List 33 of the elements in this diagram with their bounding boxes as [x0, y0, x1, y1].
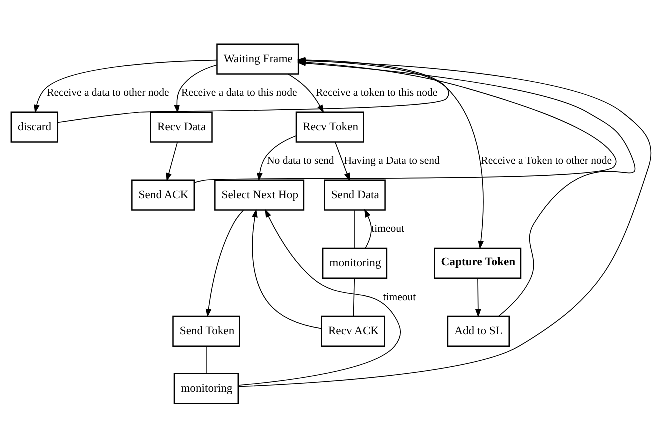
edge-label: Receive a data to this node	[182, 86, 298, 99]
node-box: Send Token	[172, 315, 240, 347]
edge-label: Receive a data to other node	[47, 86, 170, 99]
node-box: Capture Token	[434, 247, 522, 278]
edge-label: No data to send	[267, 154, 334, 167]
arrow	[238, 208, 402, 386]
arrow	[364, 208, 372, 248]
arrow	[174, 64, 218, 114]
node-box: Send Data	[324, 179, 386, 210]
node-box: discard	[10, 111, 59, 142]
connector	[206, 346, 207, 374]
node-box: Send ACK	[132, 179, 196, 210]
arrow	[252, 208, 322, 329]
node-box: Add to SL	[447, 315, 510, 347]
edge-label: Having a Data to send	[344, 154, 440, 167]
arrow	[257, 135, 297, 181]
node-box: Recv Data	[150, 111, 213, 142]
node-box: Recv Token	[296, 111, 364, 142]
arrow	[475, 278, 482, 318]
connector	[354, 210, 356, 248]
edge-label: Receive a token to this node	[316, 86, 438, 99]
arrow	[34, 59, 218, 113]
node-box: monitoring	[322, 247, 388, 278]
connector	[353, 278, 356, 316]
node-box: Select Next Hop	[214, 179, 305, 210]
edge-label: Receive a Token to other node	[481, 154, 612, 167]
arrow	[206, 210, 244, 318]
edge-label: timeout	[383, 290, 416, 303]
node-box: Waiting Frame	[216, 43, 300, 74]
node-box: monitoring	[174, 372, 240, 404]
arrow	[166, 142, 178, 182]
node-box: Recv ACK	[321, 315, 386, 347]
arrow	[335, 142, 350, 182]
